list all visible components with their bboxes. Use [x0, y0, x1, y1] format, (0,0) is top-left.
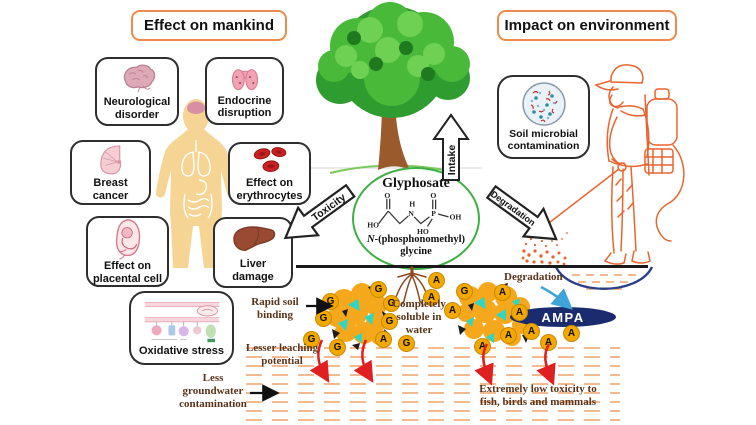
- glyphosate-marker: G: [303, 331, 320, 348]
- glyphosate-title: Glyphosate: [382, 176, 450, 191]
- ampa-marker: A: [511, 304, 528, 321]
- ampa-marker: A: [494, 284, 511, 301]
- box-label: Neurological disorder: [103, 96, 171, 121]
- atom-oh: OH: [449, 213, 461, 222]
- box-label: Endocrine disruption: [217, 94, 272, 119]
- box-neurological-disorder: Neurological disorder: [95, 57, 179, 126]
- box-breast-cancer: Breast cancer: [70, 140, 151, 205]
- degradation-blue-arrow: [540, 285, 573, 310]
- label-completely-soluble: Completely soluble in water: [392, 298, 446, 337]
- atom-p: P: [431, 209, 436, 218]
- box-label: Effect on placental cell: [92, 260, 163, 285]
- box-liver-damage: Liver damage: [213, 217, 293, 288]
- box-endocrine-disruption: Endocrine disruption: [205, 57, 284, 125]
- brain-mini-icon: [187, 101, 205, 114]
- header-effect-on-mankind: Effect on mankind: [131, 10, 287, 41]
- chem-name-line2: glycine: [400, 246, 432, 258]
- brain-icon: [123, 64, 156, 93]
- ampa-badge: AMPA: [510, 307, 616, 327]
- fetus-icon: [115, 219, 140, 260]
- ampa-marker: A: [444, 302, 461, 319]
- atom-ho1: HO: [367, 220, 379, 229]
- glyphosate-panel: Glyphosate HO O N H P O OH HO: [352, 167, 480, 270]
- label-less-groundwater: Less groundwater contamination: [179, 372, 247, 411]
- leaching-arrows: [309, 339, 556, 386]
- tree-foliage: [316, 2, 470, 118]
- rapid-binding-arrow: [306, 297, 334, 315]
- toxicity-arrow: Toxicity: [283, 183, 356, 240]
- ampa-marker: A: [540, 334, 557, 351]
- glyphosate-structure: HO O N H P O OH HO: [367, 191, 461, 236]
- glyphosate-marker: G: [370, 281, 387, 298]
- sprayer-person-illustration: [521, 64, 685, 266]
- box-label: Breast cancer: [92, 177, 129, 202]
- cell-pathway-icon: [144, 301, 219, 342]
- box-label: Soil microbial contamination: [507, 128, 580, 152]
- spray-droplets: [521, 227, 568, 266]
- thyroid-icon: [231, 68, 258, 90]
- label-lesser-leaching: Lesser leaching potential: [245, 342, 319, 368]
- box-label: Oxidative stress: [139, 344, 224, 357]
- chem-name-italic-n: N: [366, 234, 375, 245]
- ampa-marker: A: [428, 272, 445, 289]
- atom-n: N: [408, 209, 414, 218]
- breast-icon: [99, 145, 121, 175]
- degradation-label: Degradation: [489, 189, 537, 228]
- glyphosate-marker: G: [456, 283, 473, 300]
- ampa-marker: A: [375, 331, 392, 348]
- glyphosate-marker: G: [329, 339, 346, 356]
- liver-icon: [233, 226, 276, 252]
- intake-arrow: Intake: [432, 113, 470, 181]
- organs-outline: [181, 140, 213, 219]
- petri-dish-icon: [521, 82, 566, 126]
- atom-o1: O: [384, 191, 390, 200]
- ampa-marker: A: [523, 323, 540, 340]
- glyphosate-marker: G: [381, 313, 398, 330]
- ground-line: [296, 265, 648, 268]
- box-label: Effect on erythrocytes: [236, 177, 303, 202]
- atom-ho2: HO: [417, 227, 429, 236]
- atom-o2: O: [430, 191, 436, 200]
- box-soil-microbial-contamination: Soil microbial contamination: [497, 75, 590, 159]
- ampa-marker: A: [423, 289, 440, 306]
- label-degradation-soil: Degradation: [504, 271, 563, 283]
- chem-name-rest: -(phosphonomethyl): [374, 234, 466, 245]
- ampa-marker: A: [563, 325, 580, 342]
- label-low-toxicity: Extremely low toxicity to fish, birds an…: [479, 383, 597, 409]
- box-effect-on-erythrocytes: Effect on erythrocytes: [228, 142, 311, 205]
- intake-label: Intake: [446, 145, 458, 176]
- ampa-marker: A: [500, 327, 517, 344]
- atom-h: H: [409, 199, 415, 208]
- red-blood-cells-icon: [253, 147, 286, 173]
- box-effect-on-placental-cell: Effect on placental cell: [86, 216, 169, 287]
- soil-particle-cluster-left: [327, 283, 389, 350]
- soil-hatching: [246, 340, 620, 422]
- box-label: Liver damage: [232, 258, 274, 283]
- label-rapid-soil-binding: Rapid soil binding: [251, 296, 299, 322]
- header-impact-on-environment: Impact on environment: [497, 10, 677, 41]
- groundwater-arrow: [250, 384, 280, 402]
- degradation-arrow: Degradation: [485, 184, 558, 241]
- glyphosate-marker: G: [398, 335, 415, 352]
- glyphosate-marker: G: [383, 295, 400, 312]
- glyphosate-chemical-name: N-(phosphonomethyl) glycine: [367, 234, 465, 258]
- box-oxidative-stress: Oxidative stress: [129, 291, 234, 365]
- tree-illustration: [302, 2, 482, 174]
- degradation-arc: [554, 266, 654, 290]
